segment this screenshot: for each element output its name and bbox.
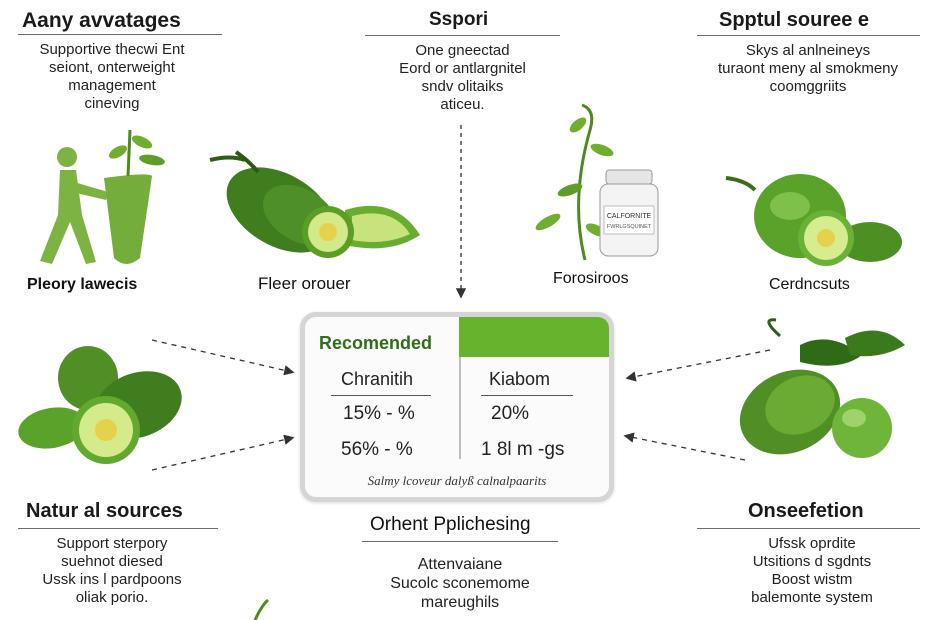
- card-footnote: Salmy lcoveur dalyß calnalpaarits: [367, 473, 547, 488]
- section-line: Support sterpory: [56, 535, 168, 552]
- round-gourd-icon: [725, 174, 902, 266]
- section-line: suehnot diesed: [61, 553, 163, 570]
- section-body-onseefetion: Ufssk oprdite Utsitions d sgdnts Boost w…: [700, 535, 924, 607]
- arrow-left-lower: [151, 434, 295, 471]
- recommendation-card: Recomended Chranitih Kiabom 15% - % 20% …: [300, 312, 614, 502]
- section-rule: [697, 528, 920, 529]
- card-row2-col2: 1 8l m -gs: [481, 439, 565, 460]
- walking-person-icon: [40, 129, 165, 264]
- bitter-gourd-icon: [209, 150, 420, 258]
- section-title-onseefetion: Onseefetion: [748, 500, 864, 522]
- section-line: Skys al anlneineys: [745, 42, 871, 59]
- card-col2-rule: [481, 395, 573, 396]
- section-line: seiont, onterweight: [49, 59, 175, 76]
- card-row2-col1: 56% - %: [341, 439, 413, 460]
- section-line: Attenvaiane: [417, 556, 503, 573]
- section-line: sndv olitaiks: [421, 78, 504, 95]
- section-line: Ussk ins l pardpoons: [42, 571, 182, 588]
- label-supplement: Forosiroos: [553, 270, 629, 287]
- section-line: management: [68, 77, 156, 94]
- card-col2-header: Kiabom: [489, 369, 551, 389]
- section-body-advantages: Supportive thecwi Ent seiont, onterweigh…: [2, 41, 222, 113]
- card-title: Recomended: [319, 333, 433, 353]
- bitter-gourd-leaves-icon: [739, 318, 905, 458]
- label-walker: Pleory lawecis: [27, 276, 138, 293]
- card-col1-header: Chranitih: [341, 369, 414, 389]
- arrow-right-lower: [623, 432, 746, 461]
- section-line: Eord or antlargnitel: [399, 60, 526, 77]
- bottle-label-line: FWRLGSQUINET: [607, 224, 652, 230]
- section-title-sport: Sspori: [429, 9, 489, 30]
- section-rule: [18, 34, 222, 35]
- section-line: aticeu.: [440, 96, 485, 113]
- card-row1-col2: 20%: [491, 403, 530, 424]
- section-line: Supportive thecwi Ent: [39, 41, 185, 58]
- section-line: Ufssk oprdite: [768, 535, 856, 552]
- section-line: turaont meny al smokmeny: [717, 60, 899, 77]
- section-body-sport: One gneectad Eord or antlargnitel sndv o…: [360, 42, 565, 114]
- section-body-spptul-source: Skys al anlneineys turaont meny al smokm…: [690, 42, 926, 96]
- arrow-left-upper: [151, 339, 295, 376]
- card-header-accent: [459, 317, 609, 357]
- section-body-orhent: Attenvaiane Sucolc sconemome mareughils: [355, 555, 565, 612]
- supplement-bottle-icon: [535, 103, 659, 261]
- label-gourds: Fleer orouer: [258, 274, 351, 293]
- bottle-label-line: CALFORNITE: [607, 213, 652, 220]
- section-rule: [18, 528, 218, 529]
- section-rule: [362, 541, 558, 542]
- card-column-divider: [459, 357, 461, 459]
- section-title-natural-sources: Natur al sources: [26, 500, 183, 522]
- card-row1-col1: 15% - %: [343, 403, 415, 424]
- section-title-spptul-source: Spptul souree e: [719, 9, 870, 31]
- section-line: cineving: [84, 95, 140, 112]
- section-rule: [697, 35, 920, 36]
- section-title-advantages: Aany avvatages: [22, 9, 181, 32]
- section-line: Sucolc sconemome: [390, 575, 530, 592]
- section-line: balemonte system: [751, 589, 873, 606]
- section-line: Utsitions d sgdnts: [752, 553, 872, 570]
- arrow-right-upper: [625, 349, 771, 382]
- label-round-gourd: Cerdncsuts: [769, 276, 850, 293]
- section-body-natural-sources: Support sterpory suehnot diesed Ussk ins…: [0, 535, 224, 607]
- section-rule: [365, 35, 560, 36]
- section-line: mareughils: [420, 594, 500, 611]
- section-line: oliak porio.: [75, 589, 149, 606]
- bitter-gourd-slice-icon: [18, 346, 182, 464]
- section-line: One gneectad: [415, 42, 510, 59]
- section-line: Boost wistm: [771, 571, 853, 588]
- card-col1-rule: [331, 395, 431, 396]
- section-line: coomggriits: [769, 78, 847, 95]
- section-title-orhent: Orhent Pplichesing: [370, 514, 531, 535]
- stray-leaf-icon: [253, 598, 270, 620]
